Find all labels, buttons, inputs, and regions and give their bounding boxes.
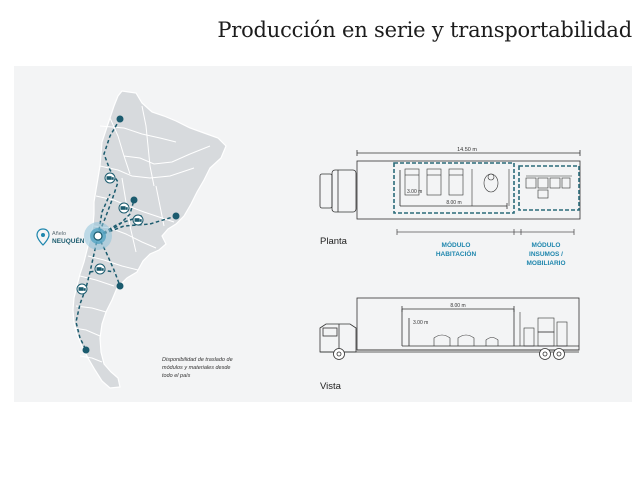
province-borders <box>73 105 211 363</box>
elevation-length-label: 8.00 m <box>450 303 465 309</box>
wheels <box>333 348 565 360</box>
route-center <box>97 199 135 237</box>
plan-module-length-dimension <box>400 203 508 209</box>
svg-text:MÓDULO: MÓDULO <box>532 240 561 249</box>
map-note-line-1: Disponibilidad de traslado de <box>162 357 233 363</box>
neuquen-hub <box>84 222 112 250</box>
module-extents-dimension <box>396 229 575 235</box>
route-south <box>75 235 99 351</box>
illustration-panel: Añelo NEUQUÉN Disponibilidad de traslado… <box>14 66 632 402</box>
module-insumos-plan <box>518 165 580 211</box>
total-length-dimension <box>356 150 581 156</box>
total-length-label: 14.50 m <box>457 147 477 153</box>
illustration-svg: Añelo NEUQUÉN Disponibilidad de traslado… <box>36 90 581 392</box>
svg-text:MOBILIARIO: MOBILIARIO <box>527 260 566 267</box>
truck-marker-5 <box>76 283 88 295</box>
plan-width-label: 3.00 m <box>407 189 422 195</box>
endpoint-north <box>116 115 124 123</box>
trailer-plan <box>356 160 581 220</box>
trailer-elevation <box>356 297 580 351</box>
plan-drawing: 14.50 m <box>319 147 581 235</box>
plan-module-length-label: 8.00 m <box>446 200 461 206</box>
truck-markers <box>76 172 144 295</box>
endpoint-south <box>82 346 90 354</box>
module-habitacion-plan <box>393 162 515 214</box>
module-insumos-label: MÓDULO INSUMOS / MOBILIARIO <box>527 240 566 267</box>
elevation-view-label: Vista <box>320 381 342 392</box>
elevation-height-label: 3.00 m <box>413 320 428 326</box>
module-habitacion-label: MÓDULO HABITACIÓN <box>436 240 477 258</box>
map-note: Disponibilidad de traslado de módulos y … <box>162 357 233 379</box>
location-pin-icon <box>36 228 50 246</box>
location-name: NEUQUÉN <box>52 236 85 245</box>
plan-view-label: Planta <box>320 236 348 247</box>
svg-text:INSUMOS /: INSUMOS / <box>529 251 563 258</box>
svg-text:HABITACIÓN: HABITACIÓN <box>436 249 477 258</box>
elevation-drawing: 8.00 m 3.00 m <box>319 297 580 360</box>
map-land <box>72 90 227 389</box>
location-label: Añelo NEUQUÉN <box>36 228 85 246</box>
truck-marker-4 <box>94 263 106 275</box>
map-note-line-2: módulos y materiales desde <box>162 365 230 371</box>
habitacion-furniture <box>404 168 510 206</box>
endpoint-southeast <box>116 282 124 290</box>
location-caption: Añelo <box>52 231 66 237</box>
map-note-line-3: todo el país <box>162 373 191 379</box>
endpoint-east <box>172 212 180 220</box>
truck-marker-3 <box>132 214 144 226</box>
truck-cab-elevation <box>319 323 357 353</box>
truck-cab-plan <box>319 169 357 213</box>
route-endpoints <box>82 115 180 354</box>
page-title: Producción en serie y transportabilidad <box>217 18 632 42</box>
elevation-furniture <box>433 312 568 347</box>
endpoint-center <box>130 196 138 204</box>
truck-marker-2 <box>118 202 130 214</box>
insumos-furniture <box>525 175 572 199</box>
argentina-map: Añelo NEUQUÉN <box>36 90 227 389</box>
truck-marker-1 <box>104 172 116 184</box>
module-section <box>401 309 579 347</box>
svg-text:MÓDULO: MÓDULO <box>442 240 471 249</box>
